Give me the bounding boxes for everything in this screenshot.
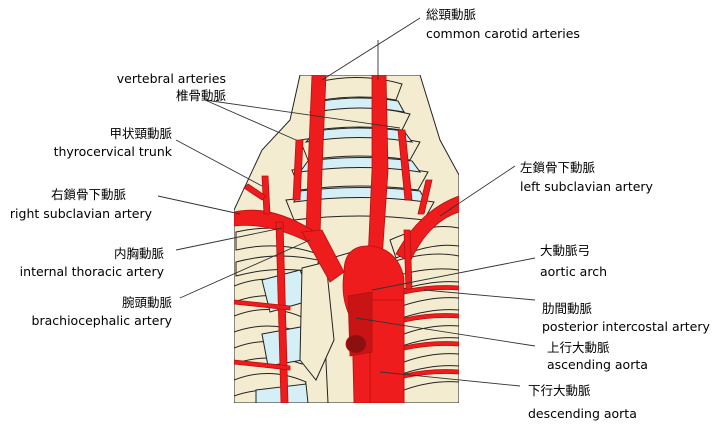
label-aortic-arch: 大動脈弓 aortic arch [540,243,607,279]
vertebral-jp: 椎骨動脈 [175,88,226,103]
posterior-intercostal-arteries [403,285,459,379]
label-internal-thoracic: 内胸動脈 internal thoracic artery [20,246,164,279]
common-carotid-jp: 総頸動脈 [426,7,477,22]
leader-lines [157,17,536,387]
label-descending-aorta: 下行大動脈 descending aorta [528,383,637,421]
leader-ascending-aorta [355,317,536,347]
left-subclavian-jp: 左鎖骨下動脈 [520,160,596,175]
cervical-vertebrae [285,77,435,221]
label-thyrocervical: 甲状頸動脈 thyrocervical trunk [54,126,172,159]
leader-aortic-arch [371,257,536,291]
skeleton [234,75,459,403]
descending-aorta-en: descending aorta [528,406,637,421]
leader-common-carotid-right [321,17,421,81]
left-subclavian-artery [395,195,459,263]
descending-aorta-jp: 下行大動脈 [528,383,591,398]
leader-brachiocephalic [179,239,311,299]
descending-aorta [369,299,405,403]
left-vertebral-artery [397,129,413,201]
label-brachiocephalic: 腕頭動脈 brachiocephalic artery [32,295,172,328]
label-right-subclavian: 右鎖骨下動脈 right subclavian artery [10,187,152,221]
right-subclavian-jp: 右鎖骨下動脈 [50,187,126,202]
leader-left-subclavian [439,165,516,217]
brachiocephalic-en: brachiocephalic artery [31,313,172,328]
leader-vertebral-left [204,99,401,129]
costal-cartilage [255,269,315,403]
label-vertebral: vertebral arteries 椎骨動脈 [117,71,226,103]
label-common-carotid: 総頸動脈 common carotid arteries [426,7,580,41]
aortic-arch-en: aortic arch [540,264,607,279]
right-vertebral-artery [292,139,304,201]
label-left-subclavian: 左鎖骨下動脈 left subclavian artery [520,160,653,194]
internal-thoracic-artery [275,221,289,403]
left-subclavian-en: left subclavian artery [520,179,653,194]
label-posterior-intercostal: 肋間動脈 posterior intercostal artery [542,301,710,334]
internal-thoracic-jp: 内胸動脈 [113,246,164,261]
posterior-intercostal-jp: 肋間動脈 [542,301,593,316]
leader-vertebral-right [204,99,297,141]
leader-thyrocervical [175,139,263,187]
thyrocervical-trunk [261,175,271,215]
internal-thoracic-en: internal thoracic artery [19,264,164,279]
leader-descending-aorta [379,371,521,387]
leader-right-subclavian [157,195,241,215]
aortic-arch-jp: 大動脈弓 [540,243,591,258]
common-carotid-en: common carotid arteries [426,26,580,41]
ascending-aorta-jp: 上行大動脈 [547,340,610,355]
right-subclavian-en: right subclavian artery [9,206,152,221]
vertebral-en: vertebral arteries [116,71,226,86]
brachiocephalic-jp: 腕頭動脈 [121,295,172,310]
posterior-intercostal-en: posterior intercostal artery [542,319,710,334]
label-ascending-aorta: 上行大動脈 ascending aorta [547,340,648,372]
arteries [234,75,459,403]
leader-internal-thoracic [175,227,283,251]
ascending-aorta-en: ascending aorta [547,357,648,372]
thyrocervical-jp: 甲状頸動脈 [109,126,172,141]
leader-posterior-intercostal [423,289,536,301]
thyrocervical-en: thyrocervical trunk [53,144,172,159]
